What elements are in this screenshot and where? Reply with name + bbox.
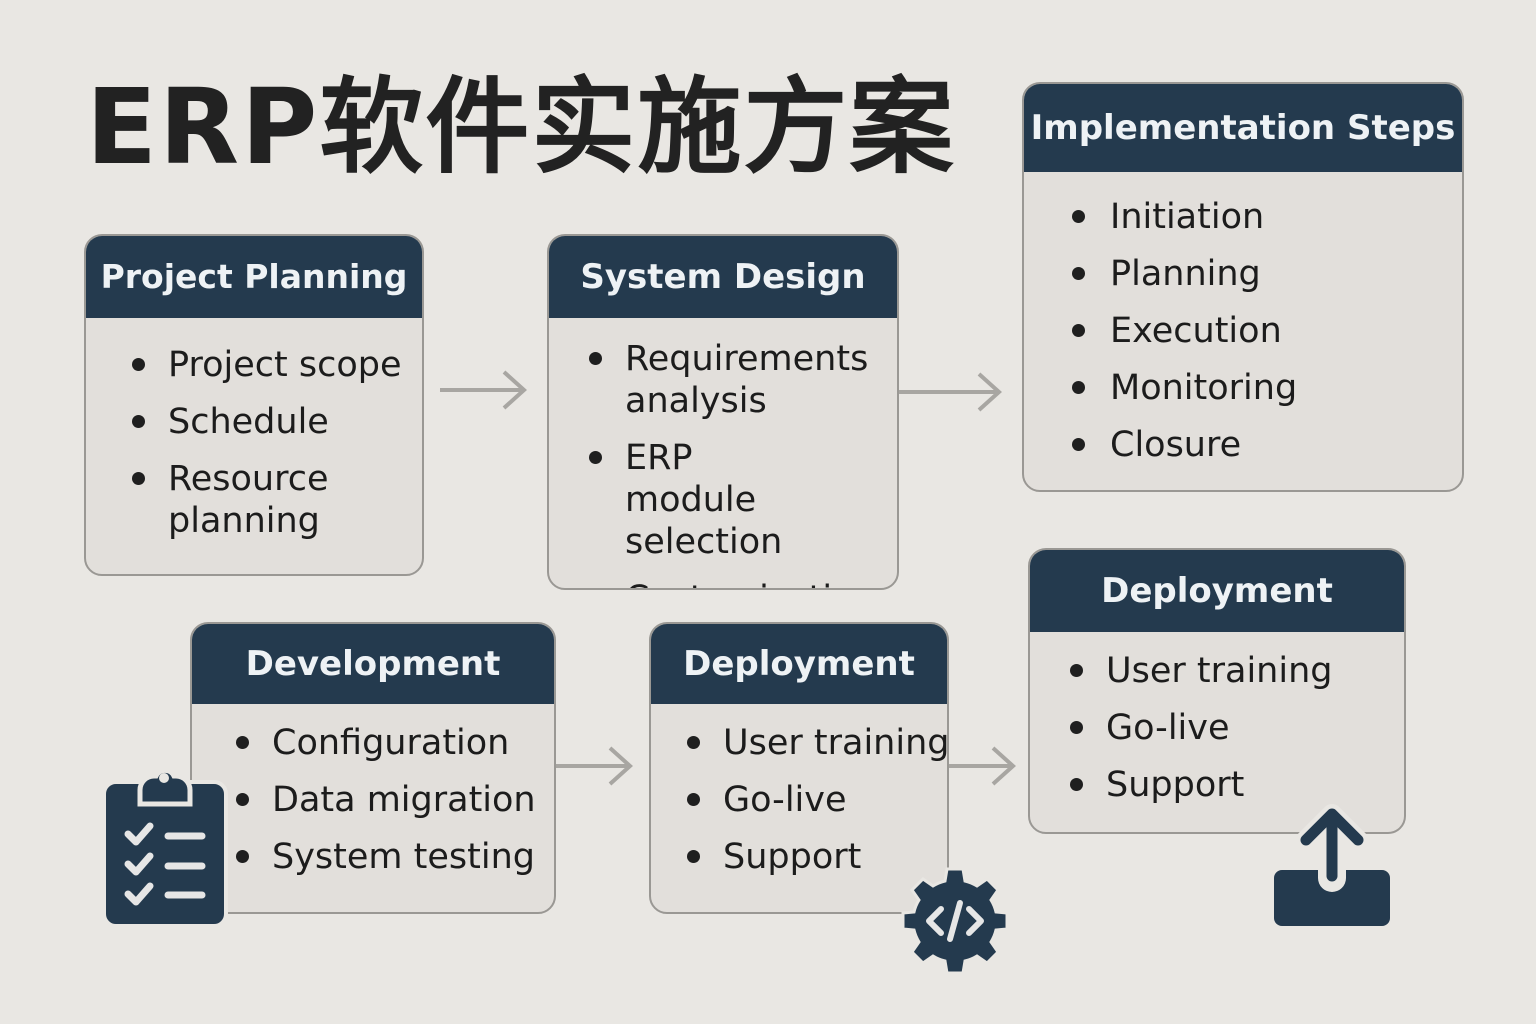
- bullet-icon: [236, 793, 249, 806]
- list-item: Support: [1030, 764, 1404, 806]
- list-item: ERP module selection: [549, 437, 825, 563]
- list-item: Initiation: [1024, 196, 1462, 238]
- list-item: Project scope: [86, 344, 422, 386]
- list-item-text: Support: [1106, 765, 1245, 805]
- arrow-icon: [899, 372, 1002, 412]
- list-item-text: User training: [1106, 651, 1333, 691]
- list-item: Planning: [1024, 253, 1462, 295]
- card-list: Requirements analysis ERP module selecti…: [549, 318, 897, 588]
- list-item-text: Customization: [625, 579, 876, 588]
- bullet-icon: [132, 472, 145, 485]
- bullet-icon: [1070, 664, 1083, 677]
- list-item-text: Execution: [1110, 311, 1282, 351]
- list-item: Execution: [1024, 310, 1462, 352]
- list-item: System testing: [192, 836, 554, 878]
- list-item: Resource planning: [86, 458, 348, 542]
- bullet-icon: [687, 850, 700, 863]
- list-item: Requirements analysis: [549, 338, 868, 422]
- card-system-design: System Design Requirements analysis ERP …: [547, 234, 899, 590]
- list-item-text: Go-live: [723, 780, 847, 820]
- list-item: Go-live: [1030, 707, 1404, 749]
- card-list: Configuration Data migration System test…: [192, 704, 554, 878]
- list-item-text: System testing: [272, 837, 535, 877]
- list-item-text: Monitoring: [1110, 368, 1298, 408]
- list-item: Configuration: [192, 722, 554, 764]
- bullet-icon: [1072, 324, 1085, 337]
- upload-icon: [1274, 804, 1390, 926]
- card-list: Initiation Planning Execution Monitoring…: [1024, 172, 1462, 466]
- card-header: System Design: [549, 236, 897, 318]
- list-item: User training: [1030, 650, 1404, 692]
- gear-code-icon: [901, 867, 1009, 975]
- list-item-text: Go-live: [1106, 708, 1230, 748]
- list-item-text: User training: [723, 723, 949, 763]
- list-item: Support: [651, 836, 947, 878]
- bullet-icon: [687, 736, 700, 749]
- list-item: Monitoring: [1024, 367, 1462, 409]
- card-project-planning: Project Planning Project scope Schedule …: [84, 234, 424, 576]
- list-item-text: Initiation: [1110, 197, 1265, 237]
- bullet-icon: [1072, 267, 1085, 280]
- bullet-icon: [132, 358, 145, 371]
- list-item-text: Project scope: [168, 345, 402, 385]
- list-item: User training: [651, 722, 947, 764]
- list-item-text: Planning: [1110, 254, 1261, 294]
- list-item: Schedule: [86, 401, 422, 443]
- bullet-icon: [1072, 210, 1085, 223]
- bullet-icon: [589, 352, 602, 365]
- bullet-icon: [132, 415, 145, 428]
- list-item: Data migration: [192, 779, 554, 821]
- bullet-icon: [589, 451, 602, 464]
- bullet-icon: [1070, 778, 1083, 791]
- bullet-icon: [236, 850, 249, 863]
- bullet-icon: [236, 736, 249, 749]
- list-item-text: Configuration: [272, 723, 510, 763]
- card-implementation-steps: Implementation Steps Initiation Planning…: [1022, 82, 1464, 492]
- bullet-icon: [687, 793, 700, 806]
- arrow-icon: [440, 370, 527, 410]
- card-header: Development: [192, 624, 554, 704]
- list-item-text: Requirements analysis: [625, 339, 869, 421]
- list-item-text: Resource planning: [168, 459, 329, 541]
- list-item-text: Closure: [1110, 425, 1242, 465]
- page-title: ERP软件实施方案: [86, 66, 956, 188]
- arrow-icon: [556, 746, 633, 786]
- card-deployment-1: Deployment User training Go-live Support: [649, 622, 949, 914]
- list-item: Closure: [1024, 424, 1462, 466]
- bullet-icon: [1072, 381, 1085, 394]
- bullet-icon: [1070, 721, 1083, 734]
- card-header: Project Planning: [86, 236, 422, 318]
- card-list: User training Go-live Support: [651, 704, 947, 878]
- card-list: User training Go-live Support: [1030, 632, 1404, 806]
- list-item: Customization: [549, 578, 897, 588]
- list-item-text: ERP module selection: [625, 438, 783, 562]
- card-deployment-2: Deployment User training Go-live Support: [1028, 548, 1406, 834]
- clipboard-checklist-icon: [102, 767, 228, 928]
- card-header: Implementation Steps: [1024, 84, 1462, 172]
- card-list: Project scope Schedule Resource planning: [86, 318, 422, 542]
- card-development: Development Configuration Data migration…: [190, 622, 556, 914]
- list-item-text: Support: [723, 837, 862, 877]
- bullet-icon: [1072, 438, 1085, 451]
- list-item-text: Data migration: [272, 780, 536, 820]
- list-item: Go-live: [651, 779, 947, 821]
- arrow-icon: [949, 746, 1016, 786]
- card-header: Deployment: [651, 624, 947, 704]
- list-item-text: Schedule: [168, 402, 329, 442]
- card-header: Deployment: [1030, 550, 1404, 632]
